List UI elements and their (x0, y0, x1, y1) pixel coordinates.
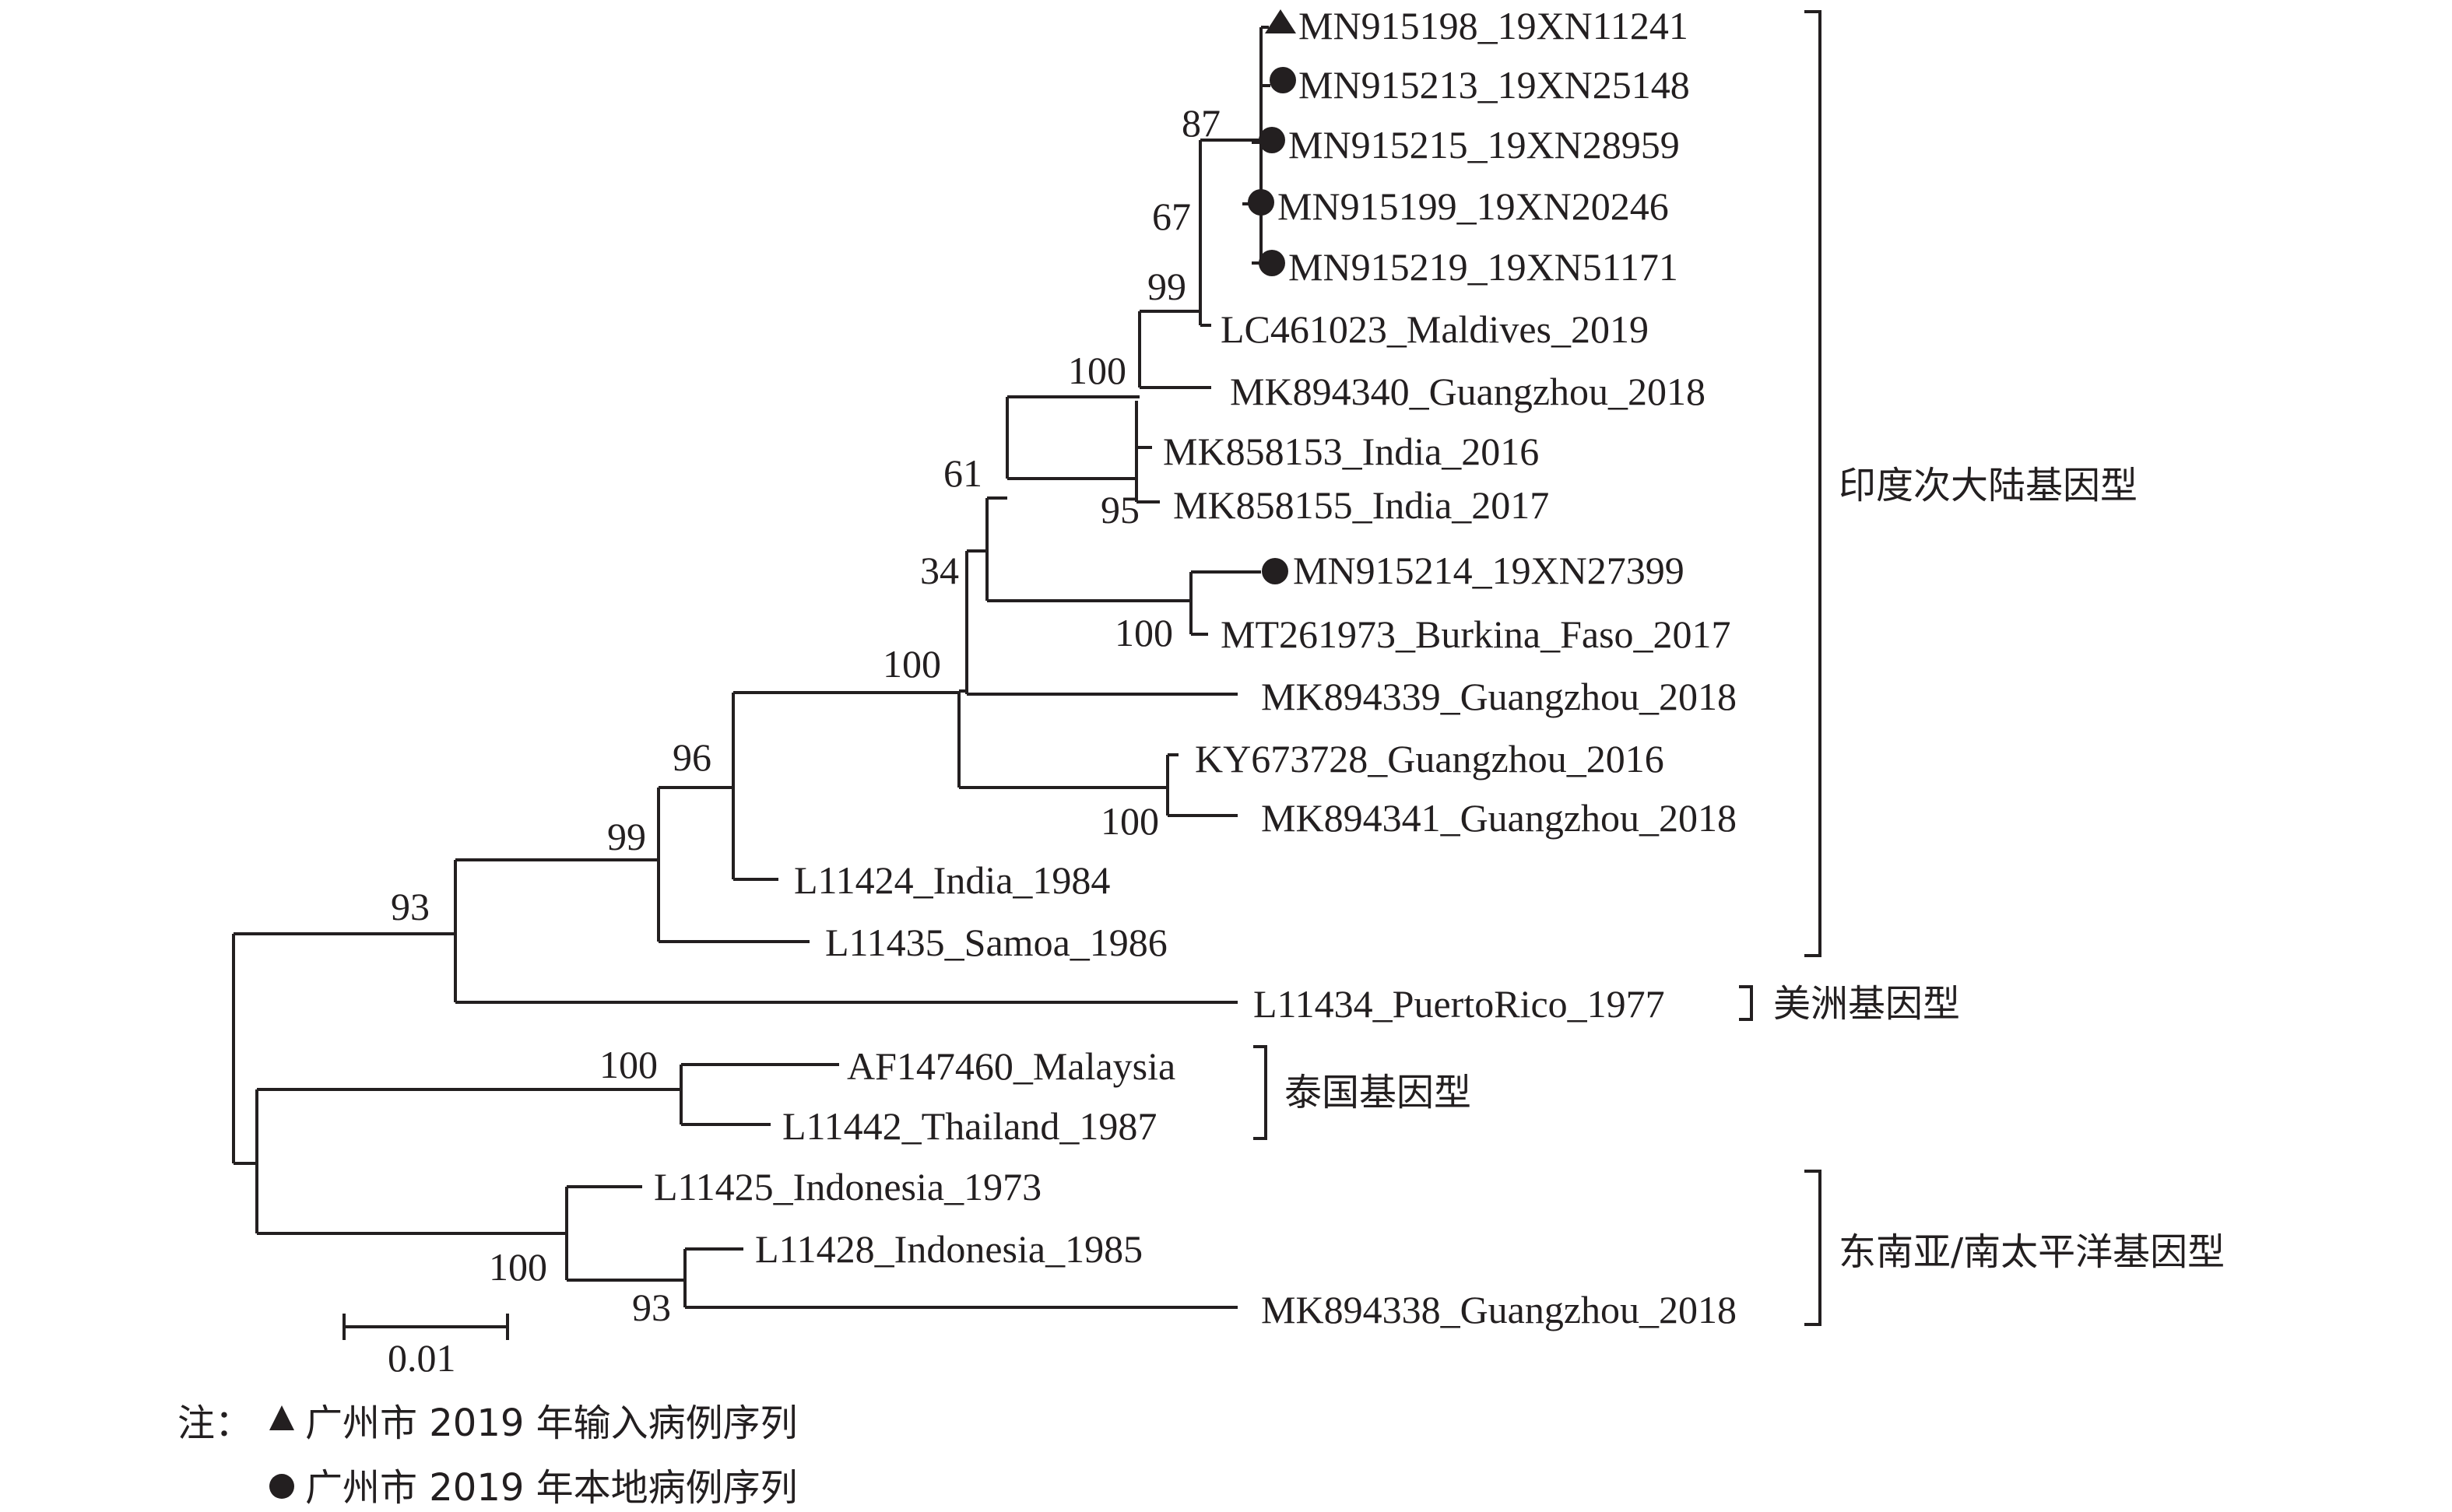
bootstrap-value: 99 (1147, 265, 1186, 308)
circle-marker (1259, 250, 1285, 276)
bootstrap-value: 100 (489, 1245, 547, 1289)
branch-thai-sea (255, 1088, 681, 1235)
bootstrap-value: 100 (1068, 349, 1126, 392)
circle-marker (1259, 127, 1285, 153)
bootstrap-value: 93 (632, 1286, 671, 1329)
scale-bar-line (343, 1314, 509, 1340)
genotype-label-thai: 泰国基因型 (1284, 1071, 1471, 1114)
bracket-thai (1253, 1045, 1267, 1140)
genotype-label-american: 美洲基因型 (1773, 982, 1960, 1026)
bootstrap-value: 67 (1152, 195, 1191, 238)
taxon-label: L11442_Thailand_1987 (782, 1104, 1157, 1148)
branch-clade-100d (957, 689, 1168, 789)
taxon-label: AF147460_Malaysia (847, 1044, 1175, 1088)
branch-clade-67 (1199, 139, 1261, 327)
bracket-indian-subcontinent (1804, 10, 1821, 957)
bootstrap-value: 100 (1101, 799, 1159, 843)
bootstrap-value: 100 (1115, 611, 1173, 654)
taxon-label: MK858155_India_2017 (1173, 483, 1549, 527)
branch-clade-100a (1006, 395, 1140, 480)
genotype-label-indian-subcontinent: 印度次大陆基因型 (1839, 464, 2138, 507)
branch-clade-100b (1189, 570, 1261, 636)
taxon-label: MN915215_19XN28959 (1288, 123, 1680, 167)
taxon-label: L11434_PuertoRico_1977 (1253, 982, 1665, 1026)
branch-clade-99b (657, 786, 810, 943)
circle-marker (1262, 558, 1288, 584)
taxon-label: L11428_Indonesia_1985 (755, 1227, 1143, 1271)
scale-bar: 0.01 (343, 1314, 509, 1380)
taxon-labels: MN915198_19XN11241 MN915213_19XN25148 MN… (654, 4, 1737, 1331)
bracket-american (1739, 985, 1753, 1021)
bootstrap-value: 95 (1101, 488, 1140, 531)
bootstrap-value: 96 (673, 735, 711, 779)
taxon-label: MN915199_19XN20246 (1277, 184, 1669, 228)
bracket-southeast-asia (1804, 1170, 1821, 1326)
bootstrap-value: 93 (391, 885, 430, 928)
tree-branches (232, 26, 1270, 1309)
taxon-label: MN915214_19XN27399 (1293, 549, 1684, 592)
bootstrap-values: 87 67 99 100 95 61 100 34 100 100 96 99 … (391, 101, 1221, 1329)
genotype-brackets (1253, 10, 1821, 1326)
taxon-label: MK894338_Guangzhou_2018 (1261, 1288, 1737, 1331)
taxon-label: MK894339_Guangzhou_2018 (1261, 675, 1737, 718)
taxon-label: MK894340_Guangzhou_2018 (1230, 370, 1706, 413)
scale-bar-label: 0.01 (388, 1336, 456, 1380)
genotype-label-southeast-asia: 东南亚/南太平洋基因型 (1839, 1230, 2225, 1274)
bootstrap-value: 34 (920, 549, 959, 592)
bootstrap-value: 87 (1182, 101, 1221, 145)
bootstrap-value: 100 (883, 642, 941, 686)
taxon-label: MK858153_India_2016 (1163, 430, 1539, 473)
taxon-label: MN915219_19XN51171 (1288, 245, 1678, 289)
legend: 注： 广州市 2019 年输入病例序列 广州市 2019 年本地病例序列 (177, 1401, 798, 1510)
taxon-label: L11425_Indonesia_1973 (654, 1165, 1042, 1209)
branch-clade-100c (1166, 753, 1238, 817)
taxon-label: L11435_Samoa_1986 (825, 921, 1168, 964)
taxon-label: MK894341_Guangzhou_2018 (1261, 796, 1737, 840)
legend-prefix: 注： (177, 1401, 252, 1445)
taxon-label: MN915213_19XN25148 (1298, 63, 1690, 107)
legend-imported-label: 广州市 2019 年输入病例序列 (305, 1401, 798, 1445)
branch-clade-93b (683, 1247, 1238, 1309)
taxon-label: MN915198_19XN11241 (1298, 4, 1688, 47)
bootstrap-value: 61 (943, 451, 982, 495)
taxon-label: MT261973_Burkina_Faso_2017 (1221, 612, 1731, 656)
taxon-label: L11424_India_1984 (794, 858, 1110, 902)
triangle-marker (1265, 9, 1296, 33)
legend-triangle-marker (269, 1405, 294, 1430)
bootstrap-value: 100 (599, 1043, 658, 1086)
branch-root (232, 932, 455, 1165)
branch-clade-95 (1135, 401, 1160, 503)
circle-marker (1270, 67, 1296, 93)
branch-clade-93 (454, 858, 1238, 1004)
branch-clade-100e (680, 1063, 839, 1126)
legend-circle-marker (269, 1474, 294, 1499)
branch-clade-34 (965, 549, 1238, 696)
taxon-label: LC461023_Maldives_2019 (1221, 307, 1649, 351)
branch-clade-96 (732, 691, 959, 881)
bootstrap-value: 99 (607, 815, 646, 858)
taxon-label: KY673728_Guangzhou_2016 (1195, 737, 1664, 781)
circle-marker (1248, 189, 1274, 216)
branch-clade-99 (1138, 310, 1211, 389)
legend-local-label: 广州市 2019 年本地病例序列 (305, 1466, 798, 1510)
genotype-labels: 印度次大陆基因型 美洲基因型 泰国基因型 东南亚/南太平洋基因型 (1284, 464, 2225, 1274)
branch-clade-61 (985, 496, 1191, 602)
tip-markers (1248, 9, 1296, 584)
